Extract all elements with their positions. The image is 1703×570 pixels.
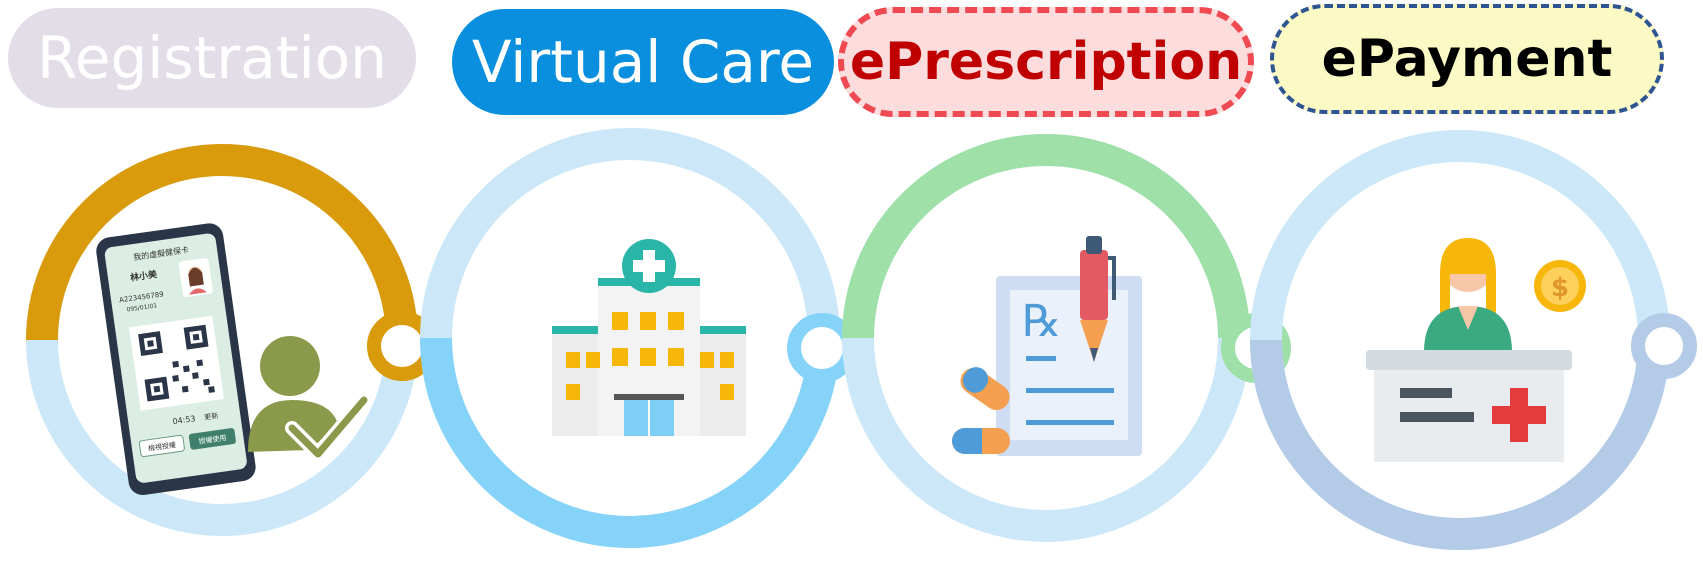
registration-label: Registration xyxy=(8,8,416,108)
pill-icon xyxy=(952,367,1010,454)
card-timer: 04:53 xyxy=(172,414,196,426)
card-birthdate: 095/01/01 xyxy=(126,302,158,313)
epayment-label: ePayment xyxy=(1270,4,1664,114)
qr-code xyxy=(138,324,215,402)
epayment-connector-dot xyxy=(1631,313,1697,379)
epayment-label-text: ePayment xyxy=(1321,29,1613,89)
phone-qr-card-icon: 我的虛擬健保卡 林小美 A223456789 095/01/01 04:53 更… xyxy=(96,223,371,495)
rx-symbol: ℞ xyxy=(1022,296,1061,347)
eprescription-label-text: ePrescription xyxy=(849,32,1243,92)
eprescription-label: ePrescription xyxy=(838,7,1254,117)
virtual-care-label-text: Virtual Care xyxy=(471,28,815,96)
card-refresh: 更新 xyxy=(204,411,219,422)
registration-label-text: Registration xyxy=(37,24,387,92)
person-check-icon xyxy=(248,336,371,461)
card-check-button: 檢視授權 xyxy=(147,440,176,453)
prescription-icon: ℞ xyxy=(952,236,1142,456)
hospital-icon xyxy=(552,239,746,436)
registration-ring xyxy=(26,144,437,536)
cashier-icon: $ xyxy=(1366,238,1586,462)
pen-icon xyxy=(1080,236,1116,362)
svg-text:$: $ xyxy=(1551,273,1569,303)
card-auth-button: 授權使用 xyxy=(198,433,227,446)
coin-icon: $ xyxy=(1534,260,1586,312)
card-name: 林小美 xyxy=(129,268,158,284)
virtual-care-label: Virtual Care xyxy=(452,9,834,115)
epayment-ring xyxy=(1250,130,1697,550)
virtual-care-connector-dot xyxy=(787,313,857,383)
